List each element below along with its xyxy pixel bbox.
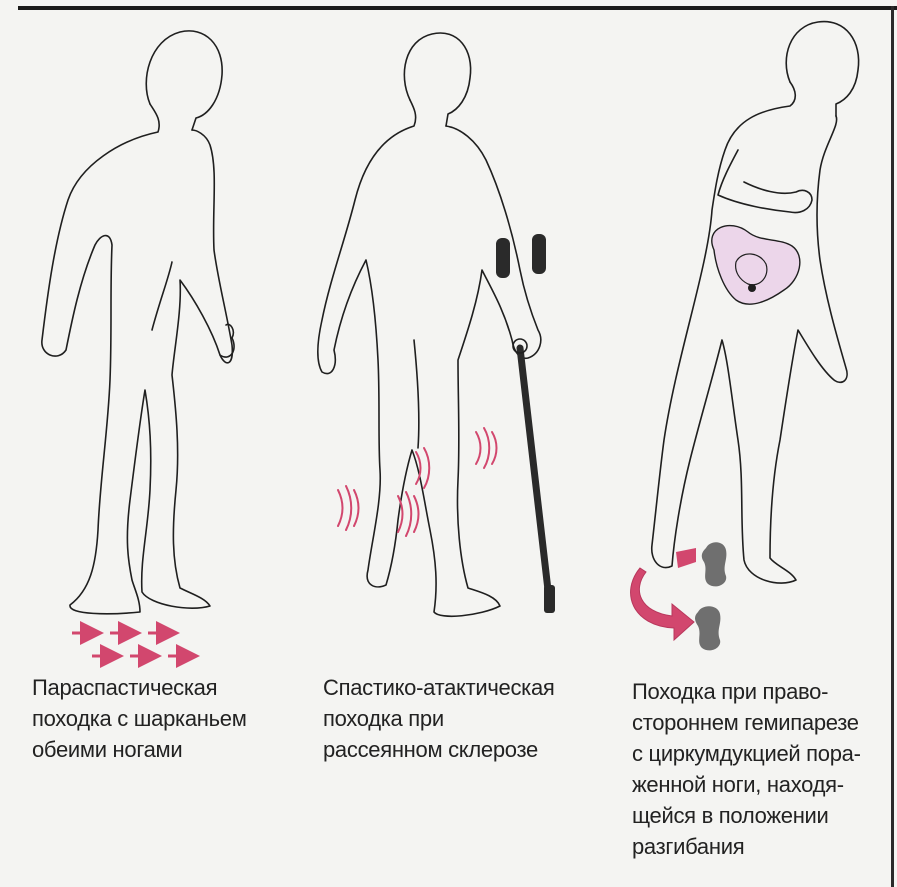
figure-2-body-outline [318, 100, 541, 616]
figure-1-arm-line [152, 262, 172, 330]
tremor-marks [338, 428, 497, 536]
figure-paraspastic [42, 31, 234, 614]
shuffle-arrows-icon [72, 633, 194, 656]
figure-spastic-ataxic [318, 33, 541, 616]
footprint-upper [702, 542, 727, 586]
crutch-cuff-back [496, 238, 510, 278]
figure-1-body-outline [42, 104, 232, 614]
crutch-cuff-front [532, 234, 546, 274]
footprint-icons [695, 542, 726, 650]
caption-spastic-ataxic: Спастико-атактическая походка при рассея… [323, 672, 603, 765]
circumduction-arrow-icon [631, 548, 696, 640]
crutch-shaft [520, 348, 548, 590]
caption-hemiparesis: Походка при право- стороннем гемипарезе … [632, 676, 892, 862]
footprint-lower [695, 606, 720, 650]
figure-2-inner-leg [414, 340, 419, 448]
figure-3-head [786, 22, 858, 116]
figure-1-head [146, 31, 222, 130]
caption-paraspastic: Параспастическая походка с шарканьем обе… [32, 672, 292, 765]
figure-3-body-outline [652, 82, 847, 583]
crutch-tip [544, 585, 555, 613]
pelvis-icon [712, 226, 800, 305]
figure-3-bent-arm [718, 150, 812, 213]
